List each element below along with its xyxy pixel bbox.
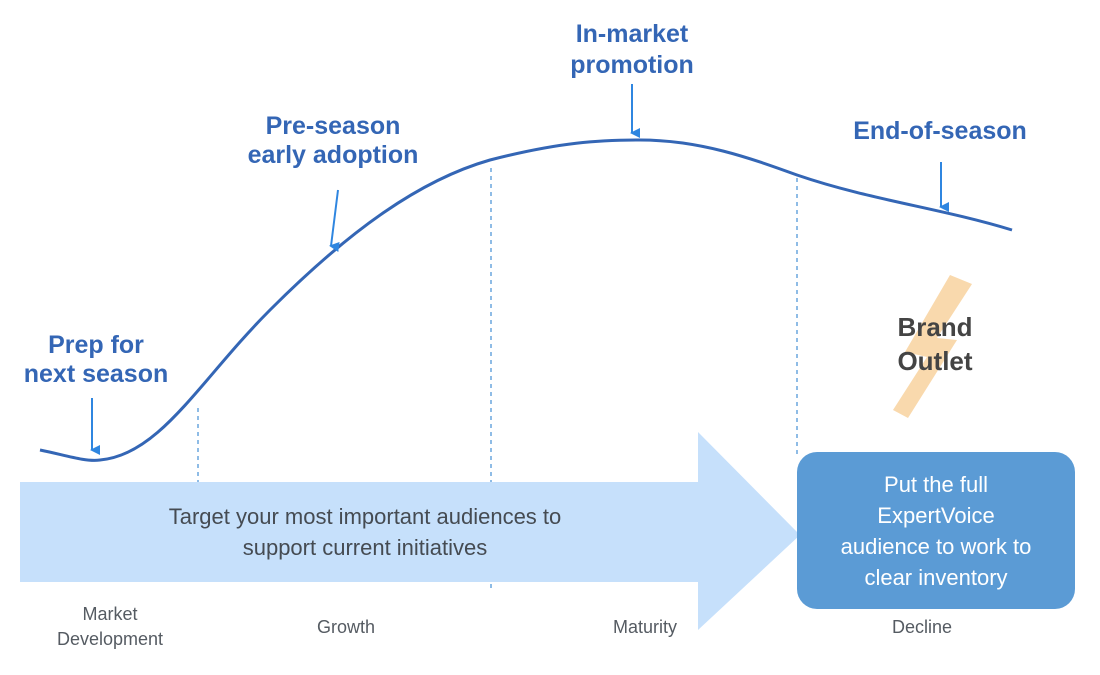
stage-growth: Growth [316, 617, 376, 637]
stage-market-development: Market Development [30, 602, 190, 652]
stage-market-development-line1: Market [82, 604, 138, 624]
arrow-text-line1: Target your most important audiences to [168, 504, 562, 529]
big-arrow [20, 432, 800, 630]
lightning-bolt-icon [893, 275, 972, 418]
brand-outlet-line1: Brand [897, 312, 973, 342]
box-line2: ExpertVoice [877, 502, 995, 528]
lifecycle-curve [39, 138, 1013, 462]
callout-preseason-line2: early adoption [247, 141, 419, 169]
stage-decline: Decline [891, 617, 953, 637]
arrow-description: Target your most important audiences to … [110, 501, 620, 563]
box-line4: clear inventory [864, 564, 1008, 590]
callout-in-market-promotion: In-market promotion [540, 19, 724, 81]
callout-inmarket-line1: In-market [575, 20, 689, 48]
callout-prep-line2: next season [23, 360, 169, 388]
stage-maturity: Maturity [612, 617, 677, 637]
callout-pre-season: Pre-season early adoption [228, 112, 438, 170]
brand-outlet-line2: Outlet [897, 346, 973, 376]
clear-inventory-box: Put the full ExpertVoice audience to wor… [797, 452, 1075, 609]
callout-endseason-line1: End-of-season [853, 117, 1027, 145]
arrow-text-line2: support current initiatives [242, 535, 488, 560]
callout-end-of-season: End-of-season [834, 117, 1046, 146]
stage-market-development-line2: Development [56, 629, 164, 649]
callout-prep-for-next-season: Prep for next season [8, 331, 184, 389]
callout-preseason-line1: Pre-season [265, 112, 401, 140]
callout-arrow-preseason [329, 189, 340, 252]
box-line1: Put the full [884, 471, 988, 497]
brand-outlet-label: Brand Outlet [870, 310, 1000, 378]
callout-inmarket-line2: promotion [570, 51, 694, 79]
clear-inventory-text: Put the full ExpertVoice audience to wor… [821, 469, 1051, 593]
box-line3: audience to work to [840, 533, 1032, 559]
callout-prep-line1: Prep for [48, 331, 144, 359]
